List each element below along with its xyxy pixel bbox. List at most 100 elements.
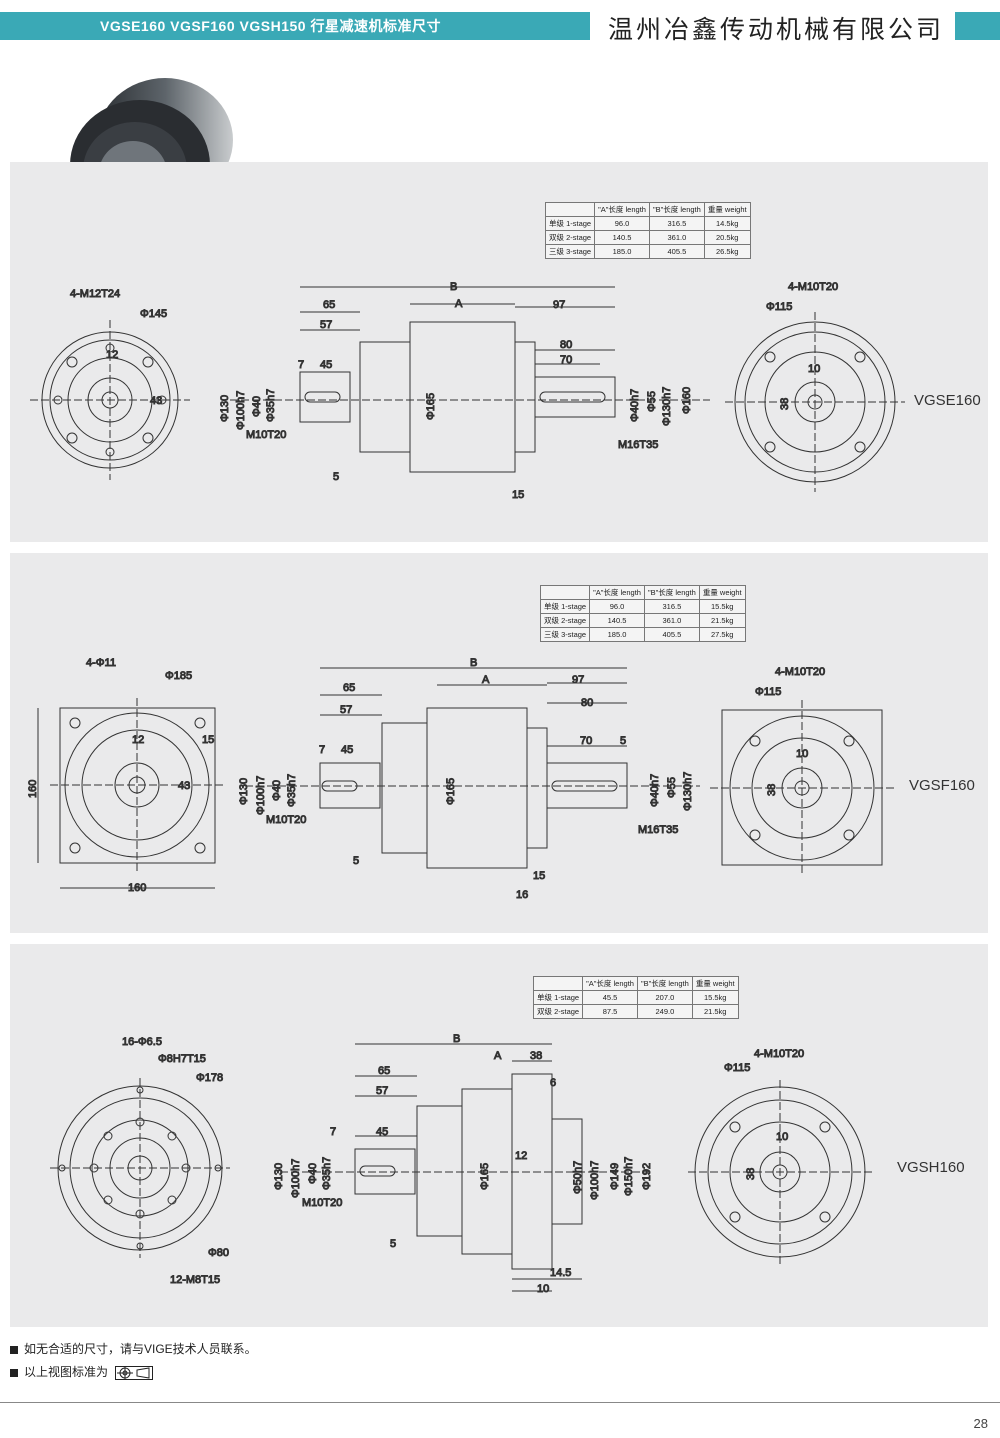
dim-label: 38 [745, 1168, 757, 1180]
table-cell: 21.5kg [691, 1004, 739, 1019]
dim-label: Φ165 [425, 393, 437, 420]
side-view [280, 1043, 650, 1292]
dim-label: 80 [560, 339, 572, 351]
dim-label: 5 [620, 735, 626, 747]
dim-label: 14.5 [550, 1267, 571, 1279]
bullet-square-icon [10, 1345, 18, 1354]
right-flange-view [725, 312, 905, 492]
model-label: VGSE160 [914, 392, 981, 409]
dim-label: Φ192 [641, 1163, 653, 1190]
dim-label: Φ40h7 [629, 389, 641, 422]
dim-label: Φ149 [609, 1163, 621, 1190]
right-flange-view [688, 1080, 872, 1264]
dim-label: Φ40h7 [649, 774, 661, 807]
dim-label: Φ55 [666, 777, 678, 798]
table-cell: 双级 2-stage [532, 1004, 584, 1019]
dim-label: Φ130 [238, 778, 250, 805]
table-cell: 405.5 [643, 627, 700, 642]
dim-label: Φ165 [479, 1163, 491, 1190]
dim-label: 38 [530, 1050, 542, 1062]
dim-label: 15 [512, 489, 524, 501]
dim-label: 12 [106, 349, 118, 361]
header-title: VGSE160 VGSF160 VGSH150 行星减速机标准尺寸 [100, 18, 441, 34]
dim-label: Φ40 [271, 780, 283, 801]
dim-label: 65 [378, 1065, 390, 1077]
dim-label: Φ115 [724, 1062, 750, 1074]
dim-label: 97 [553, 299, 565, 311]
dim-label: Φ130h7 [661, 387, 673, 426]
dim-label: A [455, 298, 463, 310]
dim-label: 4-M10T20 [788, 281, 838, 293]
dim-label: 10 [537, 1283, 549, 1295]
table-cell: 249.0 [636, 1004, 693, 1019]
dim-label: 43 [150, 395, 162, 407]
side-view [230, 286, 710, 473]
dim-label: 57 [320, 319, 332, 331]
dim-label: 65 [323, 299, 335, 311]
side-view [245, 667, 700, 869]
dim-label: 38 [766, 784, 778, 796]
dim-label: 7 [319, 744, 325, 756]
dim-label: 5 [333, 471, 339, 483]
dim-label: 70 [580, 735, 592, 747]
dim-label: Φ35h7 [265, 389, 277, 422]
dim-label: 15 [533, 870, 545, 882]
dim-label: 16 [516, 889, 528, 901]
dim-label: 57 [376, 1085, 388, 1097]
dim-label: Φ178 [196, 1072, 223, 1084]
note-contact: 如无合适的尺寸，请与VIGE技术人员联系。 [10, 1340, 257, 1357]
dim-label: M10T20 [302, 1197, 342, 1209]
table-cell: 27.5kg [698, 627, 746, 642]
dim-label: 45 [376, 1126, 388, 1138]
dim-label: A [482, 674, 490, 686]
dim-label: Φ165 [445, 778, 457, 805]
dim-label: M10T20 [246, 429, 286, 441]
header-accent-block [955, 12, 1000, 40]
note-view-standard: 以上视图标准为 [10, 1363, 154, 1380]
dim-label: 10 [808, 363, 820, 375]
technical-drawing: 4-M12T24 Φ145 12 43 B A 65 57 97 80 70 7… [30, 281, 905, 502]
dim-label: M16T35 [618, 439, 658, 451]
table-cell: 三级 3-stage [544, 244, 596, 259]
dim-label: 4-M10T20 [754, 1048, 804, 1060]
dim-label: Φ35h7 [286, 774, 298, 807]
dim-label: 160 [128, 882, 146, 894]
bullet-square-icon [10, 1368, 18, 1377]
dim-label: 97 [572, 674, 584, 686]
footer-divider [0, 1402, 1000, 1403]
left-flange-view [30, 320, 190, 480]
dim-label: Φ35h7 [321, 1157, 333, 1190]
dim-label: 7 [330, 1126, 336, 1138]
dim-label: Φ100h7 [290, 1159, 302, 1198]
dim-label: 70 [560, 354, 572, 366]
dim-label: M10T20 [266, 814, 306, 826]
dim-label: 7 [298, 359, 304, 371]
dim-label: 10 [776, 1131, 788, 1143]
dim-label: M16T35 [638, 824, 678, 836]
dim-label: Φ130h7 [682, 772, 694, 811]
dim-label: 5 [390, 1238, 396, 1250]
left-output-flange-view [50, 1078, 230, 1258]
dim-label: Φ100h7 [235, 391, 247, 430]
dim-label: Φ130 [273, 1163, 285, 1190]
dim-label: Φ130 [219, 395, 231, 422]
dim-label: 5 [353, 855, 359, 867]
dim-label: Φ40 [251, 396, 263, 417]
dim-label: A [494, 1050, 502, 1062]
projection-symbol-icon [115, 1365, 154, 1380]
header-title-bar: VGSE160 VGSF160 VGSH150 行星减速机标准尺寸 [0, 12, 590, 40]
technical-drawing: 16-Φ6.5 Φ8H7T15 Φ178 Φ80 12-M8T15 B A 38… [50, 1033, 872, 1296]
technical-drawing: 4-Φ11 Φ185 12 43 15 160 160 B A 65 57 97… [27, 657, 895, 902]
dim-label: Φ80 [208, 1247, 229, 1259]
dim-label: Φ185 [165, 670, 192, 682]
dim-label: 45 [320, 359, 332, 371]
dim-label: 38 [779, 398, 791, 410]
dim-label: 16-Φ6.5 [122, 1036, 162, 1048]
table-cell: 87.5 [582, 1004, 638, 1019]
table-cell: 405.5 [648, 244, 705, 259]
